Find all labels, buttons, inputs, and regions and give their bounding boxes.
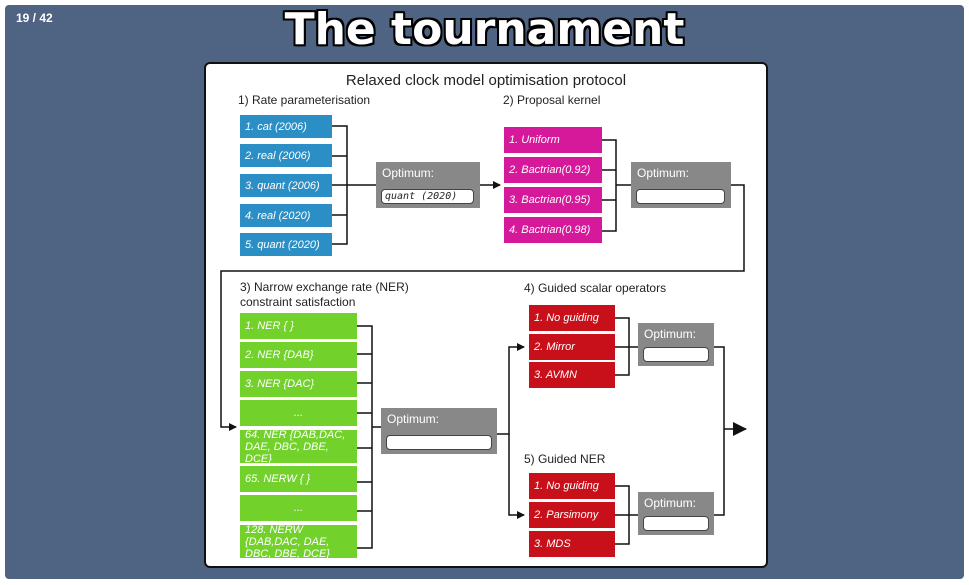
optimum-label: Optimum: [387, 412, 440, 426]
diagram-panel: Relaxed clock model optimisation protoco… [204, 62, 768, 568]
section4-heading: 4) Guided scalar operators [524, 281, 667, 295]
section2-heading: 2) Proposal kernel [503, 93, 601, 107]
diagram-title: Relaxed clock model optimisation protoco… [345, 72, 627, 89]
optimum-box-5: Optimum: [638, 492, 714, 535]
kernel-option-3: 3. Bactrian(0.95) [504, 187, 602, 213]
ner-guide-option-3: 3. MDS [529, 531, 615, 557]
optimum-label: Optimum: [644, 327, 697, 341]
optimum-box-1: Optimum: quant (2020) [376, 162, 480, 208]
ner-ellipsis-2: ... [240, 495, 357, 521]
ner-option-64: 64. NER {DAB,DAC, DAE, DBC, DBE, DCE} [240, 429, 357, 465]
ner-option-1: 1. NER { } [240, 313, 357, 339]
ner-guide-option-2: 2. Parsimony [529, 502, 615, 528]
connector-lines [220, 125, 747, 549]
section5-heading: 5) Guided NER [524, 452, 606, 466]
slide-title: The tournament [284, 4, 685, 55]
rate-option-1: 1. cat (2006) [240, 115, 332, 138]
section3-heading-line2: constraint satisfaction [240, 295, 356, 309]
kernel-option-2: 2. Bactrian(0.92) [504, 157, 602, 183]
optimum-box-2: Optimum: [631, 162, 731, 208]
scalar-option-2: 2. Mirror [529, 334, 615, 360]
rate-option-2: 2. real (2006) [240, 144, 332, 167]
optimum-value-field [386, 435, 492, 450]
optimum-value-field [643, 347, 709, 362]
slide-counter: 19 / 42 [16, 11, 53, 25]
optimum-box-3: Optimum: [381, 408, 497, 454]
scalar-option-1: 1. No guiding [529, 305, 615, 331]
rate-option-3: 3. quant (2006) [240, 174, 332, 197]
scalar-option-3: 3. AVMN [529, 362, 615, 388]
ner-option-2: 2. NER {DAB} [240, 342, 357, 368]
rate-option-4: 4. real (2020) [240, 204, 332, 227]
optimum-label: Optimum: [637, 166, 690, 180]
optimum-box-4: Optimum: [638, 323, 714, 366]
optimum-value-field [643, 516, 709, 531]
section3-heading-line1: 3) Narrow exchange rate (NER) [240, 280, 409, 294]
optimum-value-field: quant (2020) [381, 189, 474, 204]
ner-guide-option-1: 1. No guiding [529, 473, 615, 499]
ner-option-3: 3. NER {DAC} [240, 371, 357, 397]
section1-heading: 1) Rate parameterisation [238, 93, 371, 107]
kernel-option-1: 1. Uniform [504, 127, 602, 153]
optimum-label: Optimum: [382, 166, 435, 180]
kernel-option-4: 4. Bactrian(0.98) [504, 217, 602, 243]
rate-option-5: 5. quant (2020) [240, 233, 332, 256]
optimum-value-field [636, 189, 725, 204]
optimum-label: Optimum: [644, 496, 697, 510]
section3-heading: 3) Narrow exchange rate (NER) constraint… [240, 280, 409, 310]
ner-option-65: 65. NERW { } [240, 466, 357, 492]
ner-option-128: 128. NERW {DAB,DAC, DAE, DBC, DBE, DCE} [240, 524, 357, 560]
ner-ellipsis-1: ... [240, 400, 357, 426]
